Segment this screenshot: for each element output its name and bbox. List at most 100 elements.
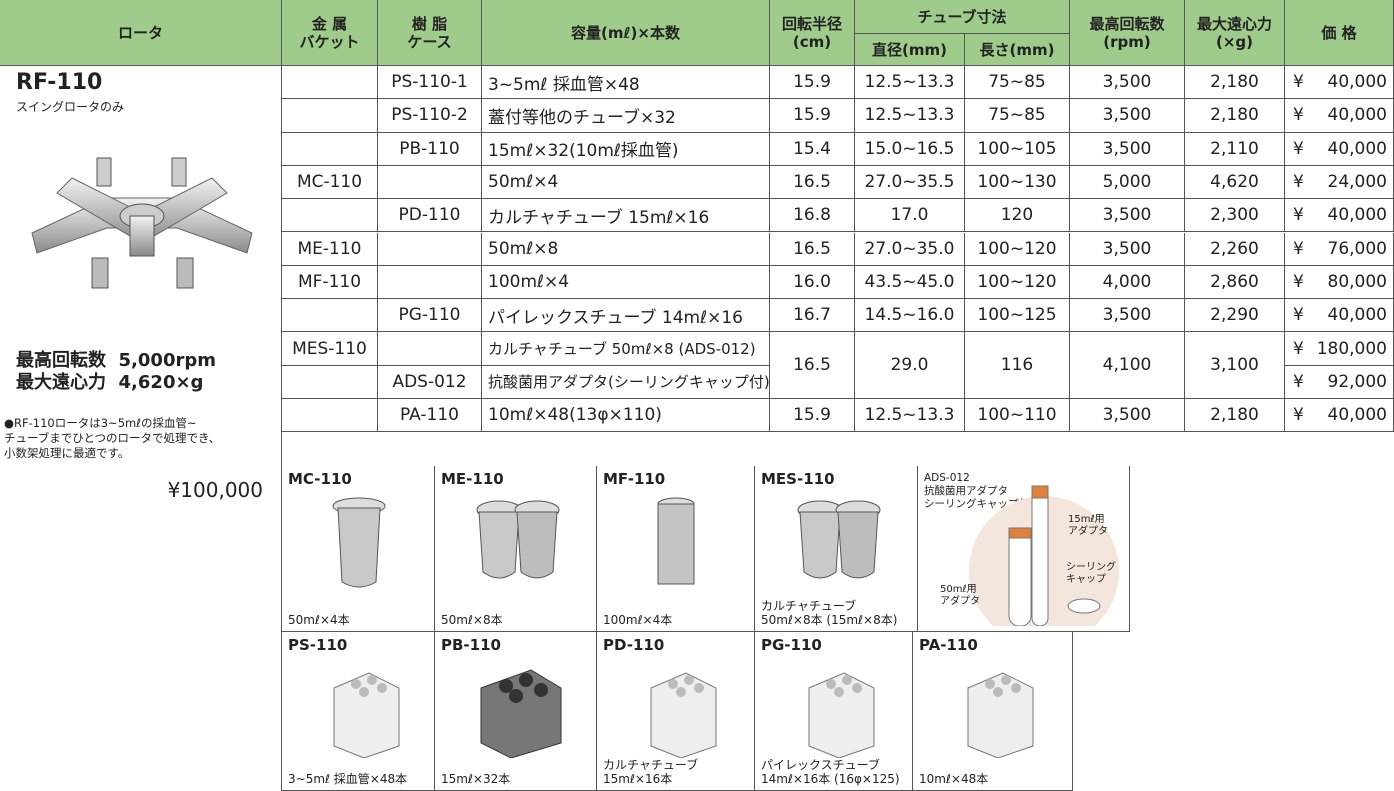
cell-length: 75~85 — [965, 66, 1070, 100]
photo-name: MC-110 — [288, 470, 352, 488]
currency-symbol: ¥ — [1293, 72, 1304, 93]
photo-caption: 50mℓ×4本 — [288, 613, 350, 627]
header-rotor: ロータ — [0, 0, 282, 66]
cell-bucket: MES-110 — [282, 332, 378, 366]
cell-rcf: 2,290 — [1185, 299, 1285, 333]
cell-radius: 15.9 — [770, 99, 855, 133]
cell-capacity: 50mℓ×4 — [482, 165, 770, 200]
photo-name: MF-110 — [603, 470, 666, 488]
cell-diameter: 12.5~13.3 — [855, 99, 965, 133]
cell-radius: 16.8 — [770, 199, 855, 233]
rotor-model: RF-110 — [16, 70, 103, 95]
price-cell: ¥80,000 — [1285, 265, 1394, 300]
cell-rpm: 3,500 — [1070, 232, 1185, 266]
header-case: 樹 脂 ケース — [378, 0, 482, 66]
cell-bucket — [282, 199, 378, 233]
header-max-rcf: 最大遠心力 (×g) — [1185, 0, 1285, 66]
cell-rcf: 2,180 — [1185, 66, 1285, 100]
header-diameter: 直径(mm) — [855, 34, 965, 66]
cell-bucket — [282, 365, 378, 399]
adapter-label-50: 50mℓ用 アダプタ — [940, 584, 980, 607]
cell-diameter: 27.0~35.5 — [855, 165, 965, 200]
header-bucket: 金 属 バケット — [282, 0, 378, 66]
cell-capacity: 3~5mℓ 採血管×48 — [482, 66, 770, 100]
photo-name: PD-110 — [603, 636, 665, 654]
cell-capacity: 15mℓ×32(10mℓ採血管) — [482, 132, 770, 166]
cell-case: PS-110-1 — [378, 66, 482, 100]
cell-rpm: 4,100 — [1070, 332, 1185, 399]
cell-rcf: 2,110 — [1185, 132, 1285, 166]
rotor-note: ●RF-110ロータは3~5mℓの採血管~ チューブまでひとつのロータで処理でき… — [4, 416, 221, 460]
cell-capacity: 100mℓ×4 — [482, 265, 770, 300]
max-rcf-line: 最大遠心力 4,620×g — [16, 372, 204, 393]
cell-rcf: 2,180 — [1185, 399, 1285, 433]
cell-diameter: 17.0 — [855, 199, 965, 233]
price-cell: ¥40,000 — [1285, 399, 1394, 433]
cell-length: 100~120 — [965, 265, 1070, 300]
price-value: 40,000 — [1327, 72, 1387, 93]
currency-symbol: ¥ — [1293, 238, 1304, 259]
cell-rpm: 5,000 — [1070, 165, 1185, 200]
cell-diameter: 12.5~13.3 — [855, 66, 965, 100]
cell-length: 100~105 — [965, 132, 1070, 166]
cell-length: 120 — [965, 199, 1070, 233]
photo-cell: MC-110 50mℓ×4本 — [282, 466, 435, 632]
photo-cell: PD-110 カルチャチューブ 15mℓ×16本 — [597, 632, 755, 791]
cell-radius: 16.0 — [770, 265, 855, 300]
cell-rpm: 3,500 — [1070, 299, 1185, 333]
cell-bucket — [282, 299, 378, 333]
cell-bucket: ME-110 — [282, 232, 378, 266]
currency-symbol: ¥ — [1293, 172, 1304, 193]
cell-rpm: 4,000 — [1070, 265, 1185, 300]
double-bucket-photo — [797, 500, 880, 579]
photo-caption: 15mℓ×32本 — [441, 772, 511, 786]
currency-symbol: ¥ — [1293, 405, 1304, 426]
price-value: 40,000 — [1327, 305, 1387, 326]
cell-bucket — [282, 399, 378, 433]
cell-bucket — [282, 66, 378, 100]
cell-rpm: 3,500 — [1070, 99, 1185, 133]
cell-rpm: 3,500 — [1070, 132, 1185, 166]
cell-radius: 16.5 — [770, 332, 855, 399]
cell-capacity: 蓋付等他のチューブ×32 — [482, 99, 770, 133]
price-value: 40,000 — [1327, 138, 1387, 159]
rotor-price: ¥100,000 — [167, 478, 263, 502]
cell-diameter: 27.0~35.0 — [855, 232, 965, 266]
cell-case — [378, 232, 482, 266]
cell-case: PD-110 — [378, 199, 482, 233]
swing-rotor-photo — [31, 157, 253, 289]
cell-case — [378, 332, 482, 366]
cell-capacity: パイレックスチューブ 14mℓ×16 — [482, 299, 770, 333]
cell-radius: 16.7 — [770, 299, 855, 333]
cell-length: 100~110 — [965, 399, 1070, 433]
photo-name: PG-110 — [761, 636, 822, 654]
cell-radius: 15.9 — [770, 399, 855, 433]
cell-bucket: MF-110 — [282, 265, 378, 300]
currency-symbol: ¥ — [1293, 138, 1304, 159]
cell-case: ADS-012 — [378, 365, 482, 399]
cell-case: PB-110 — [378, 132, 482, 166]
photo-caption: カルチャチューブ 15mℓ×16本 — [603, 758, 699, 786]
currency-symbol: ¥ — [1293, 105, 1304, 126]
price-value: 24,000 — [1327, 172, 1387, 193]
case-block-photo — [967, 672, 1034, 758]
photo-name: ME-110 — [441, 470, 504, 488]
cell-bucket: MC-110 — [282, 165, 378, 200]
currency-symbol: ¥ — [1293, 205, 1304, 226]
cell-case — [378, 165, 482, 200]
cell-length: 100~120 — [965, 232, 1070, 266]
cell-diameter: 15.0~16.5 — [855, 132, 965, 166]
adapter-title: ADS-012 抗酸菌用アダプタ シーリングキャップ付 — [924, 472, 1029, 510]
header-tube-dims: チューブ寸法 — [855, 0, 1070, 34]
cell-length: 100~130 — [965, 165, 1070, 200]
photo-cell: PG-110 パイレックスチューブ 14mℓ×16本 (16φ×125) — [755, 632, 913, 791]
price-value: 40,000 — [1327, 405, 1387, 426]
cell-rcf: 2,180 — [1185, 99, 1285, 133]
cell-rcf: 2,860 — [1185, 265, 1285, 300]
max-speed-line: 最高回転数 5,000rpm — [16, 350, 216, 371]
photo-caption: パイレックスチューブ 14mℓ×16本 (16φ×125) — [761, 758, 900, 786]
cell-case — [378, 265, 482, 300]
